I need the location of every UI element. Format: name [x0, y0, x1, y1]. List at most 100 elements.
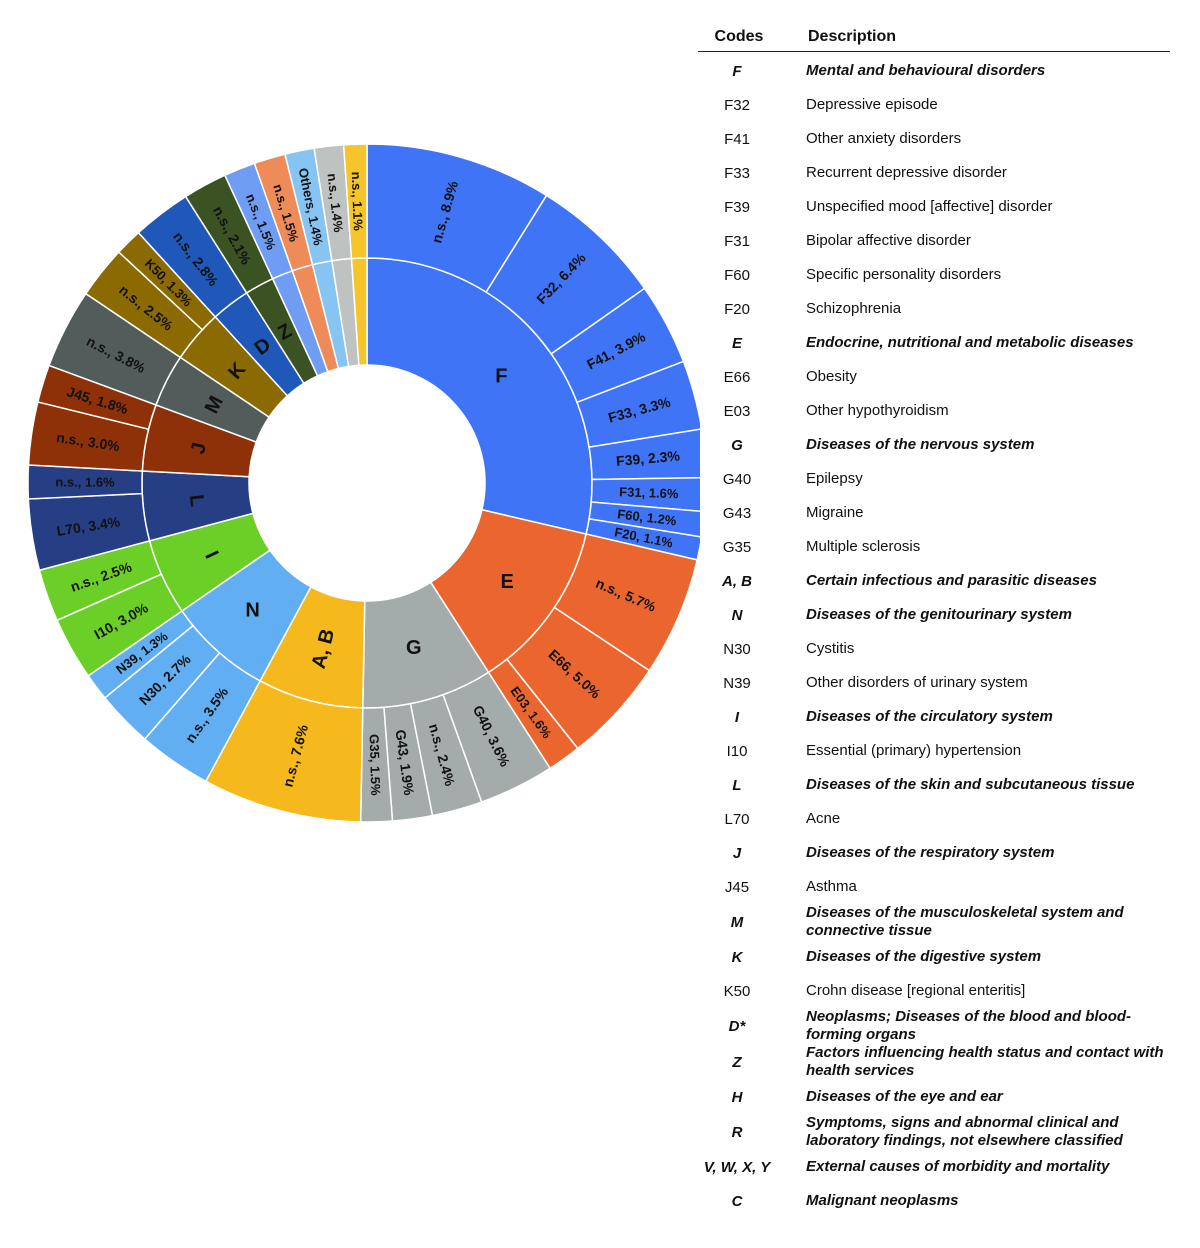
legend-row: N30 Cystitis	[698, 632, 1170, 666]
legend-description: Certain infectious and parasitic disease…	[806, 572, 1097, 589]
legend-row: N39 Other disorders of urinary system	[698, 666, 1170, 700]
legend-description: Diseases of the genitourinary system	[806, 606, 1072, 623]
legend-code: N39	[723, 674, 751, 692]
legend-code: L70	[724, 810, 750, 828]
legend-code: G	[731, 436, 743, 454]
legend-row: F32 Depressive episode	[698, 88, 1170, 122]
legend-row: G Diseases of the nervous system	[698, 428, 1170, 462]
legend-description: Obesity	[806, 368, 857, 385]
legend-code: E03	[723, 402, 751, 420]
legend-row: F33 Recurrent depressive disorder	[698, 156, 1170, 190]
legend-description: External causes of morbidity and mortali…	[806, 1158, 1110, 1175]
legend-code: F39	[724, 198, 750, 216]
legend-code: Z	[732, 1053, 742, 1071]
legend-row: E66 Obesity	[698, 360, 1170, 394]
legend-code: F41	[724, 130, 750, 148]
legend-code: F60	[724, 266, 750, 284]
legend-description: Symptoms, signs and abnormal clinical an…	[806, 1114, 1123, 1149]
legend-code: J	[732, 844, 742, 862]
legend-code: G35	[722, 538, 752, 556]
outer-label: n.s., 1.6%	[55, 475, 115, 490]
legend-code: K	[731, 948, 743, 966]
legend-description: Cystitis	[806, 640, 855, 657]
inner-label: E	[500, 571, 513, 593]
inner-label: N	[245, 600, 259, 622]
legend-row: F60 Specific personality disorders	[698, 258, 1170, 292]
legend-description: Multiple sclerosis	[806, 538, 921, 555]
inner-label: G	[406, 637, 422, 659]
inner-label: L	[185, 493, 208, 507]
legend-description: Diseases of the eye and ear	[806, 1088, 1003, 1105]
legend-description: Diseases of the musculoskeletal system a…	[806, 904, 1124, 939]
legend-row: C Malignant neoplasms	[698, 1184, 1170, 1218]
legend-code: F20	[724, 300, 750, 318]
legend-code: F31	[724, 232, 750, 250]
legend-header: Codes Description	[698, 28, 1170, 52]
inner-label: J	[187, 441, 211, 456]
legend-description: Epilepsy	[806, 470, 863, 487]
legend-description: Factors influencing health status and co…	[806, 1044, 1164, 1079]
legend-row: I Diseases of the circulatory system	[698, 700, 1170, 734]
legend-code: G40	[722, 470, 752, 488]
legend-code: L	[732, 776, 742, 794]
inner-label: F	[495, 365, 507, 387]
outer-label: F31, 1.6%	[619, 484, 679, 501]
outer-label: F60, 1.2%	[617, 506, 678, 528]
legend-description: Neoplasms; Diseases of the blood and blo…	[806, 1008, 1132, 1043]
legend-row: Z Factors influencing health status and c…	[698, 1044, 1170, 1080]
description-header: Description	[808, 28, 897, 45]
legend-table: Codes Description F Mental and behavioura…	[698, 28, 1170, 1218]
legend-description: Acne	[806, 810, 841, 827]
legend-row: F39 Unspecified mood [affective] disorder	[698, 190, 1170, 224]
legend-code: N30	[723, 640, 751, 658]
legend-row: F41 Other anxiety disorders	[698, 122, 1170, 156]
legend-description: Other disorders of urinary system	[806, 674, 1028, 691]
legend-code: C	[731, 1192, 743, 1210]
legend-row: F Mental and behavioural disorders	[698, 54, 1170, 88]
legend-description: Mental and behavioural disorders	[806, 62, 1046, 79]
legend-code: F	[732, 62, 742, 80]
legend-description: Malignant neoplasms	[806, 1192, 959, 1209]
legend-description: Diseases of the nervous system	[806, 436, 1035, 453]
legend-code: I	[734, 708, 740, 726]
legend-row: L70 Acne	[698, 802, 1170, 836]
legend-description: Diseases of the skin and subcutaneous ti…	[806, 776, 1135, 793]
legend-description: Essential (primary) hypertension	[806, 742, 1022, 759]
codes-header: Codes	[714, 28, 764, 45]
legend-code: E	[731, 334, 742, 352]
legend-row: D*Neoplasms; Diseases of the blood and b…	[698, 1008, 1170, 1044]
legend-row: L Diseases of the skin and subcutaneous t…	[698, 768, 1170, 802]
legend-code: R	[731, 1123, 743, 1141]
legend-description: Specific personality disorders	[806, 266, 1002, 283]
legend-description: Diseases of the digestive system	[806, 948, 1042, 965]
outer-label: n.s., 1.1%	[349, 171, 366, 231]
legend-description: Crohn disease [regional enteritis]	[806, 982, 1026, 999]
legend-description: Asthma	[806, 878, 857, 895]
outer-label: n.s., 1.4%	[324, 173, 346, 234]
legend-description: Other anxiety disorders	[806, 130, 962, 147]
legend-code: N	[731, 606, 743, 624]
legend-row: R Symptoms, signs and abnormal clinical a…	[698, 1114, 1170, 1150]
legend-description: Diseases of the circulatory system	[806, 708, 1053, 725]
outer-label: F39, 2.3%	[615, 447, 681, 469]
legend-code: F33	[724, 164, 750, 182]
legend-description: Bipolar affective disorder	[806, 232, 971, 249]
sunburst-chart: n.s., 8.9%F32, 6.4%F41, 3.9%F33, 3.3%F39…	[27, 143, 700, 823]
legend-code: E66	[723, 368, 751, 386]
legend-description: Depressive episode	[806, 96, 938, 113]
legend-description: Unspecified mood [affective] disorder	[806, 198, 1053, 215]
legend-code: F32	[724, 96, 750, 114]
legend-description: Recurrent depressive disorder	[806, 164, 1007, 181]
legend-row: G35 Multiple sclerosis	[698, 530, 1170, 564]
